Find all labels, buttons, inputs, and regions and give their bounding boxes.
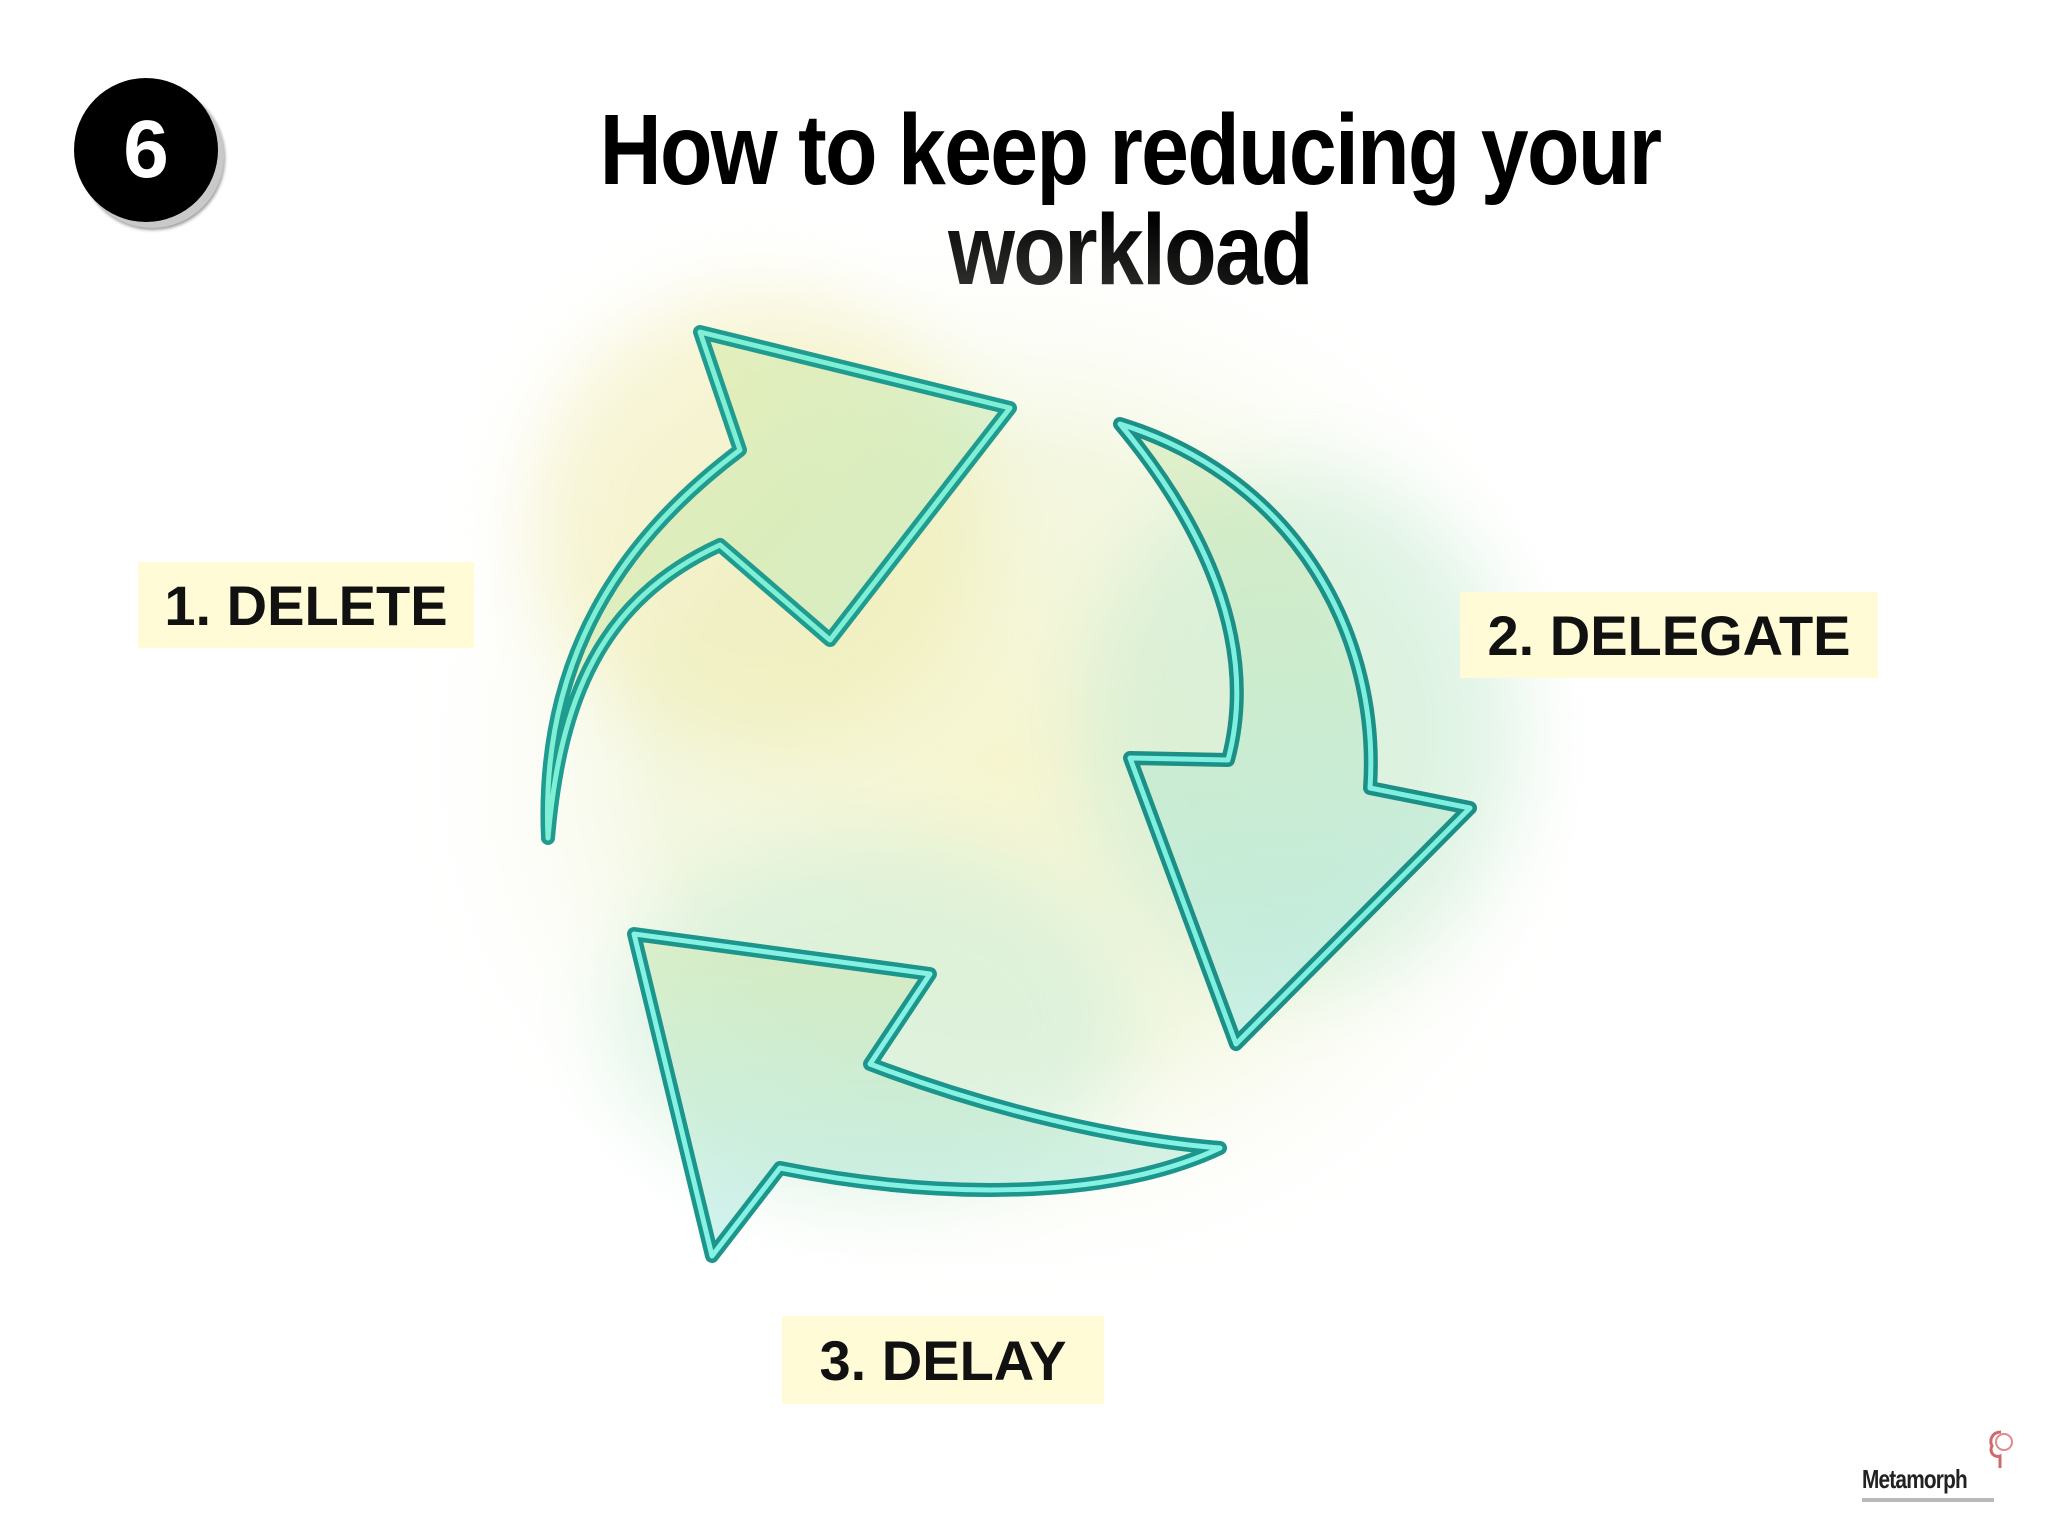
arrow-delete xyxy=(540,325,1017,845)
step-number: 6 xyxy=(123,104,169,195)
brand-logo: Metamorph xyxy=(1858,1428,2018,1518)
brand-tagline xyxy=(1862,1498,1994,1502)
step-label-delay: 3. DELAY xyxy=(782,1316,1104,1404)
brand-name: Metamorph xyxy=(1862,1464,1968,1494)
step-number-badge: 6 xyxy=(74,78,218,222)
step-label-delegate: 2. DELEGATE xyxy=(1460,592,1878,678)
step-label-delegate-text: 2. DELEGATE xyxy=(1487,603,1851,667)
step-label-delete: 1. DELETE xyxy=(138,562,474,648)
brain-icon xyxy=(1989,1430,2013,1468)
arrow-delegate xyxy=(1113,417,1477,1051)
step-label-delete-text: 1. DELETE xyxy=(164,573,448,637)
step-label-delay-text: 3. DELAY xyxy=(819,1328,1067,1392)
arrow-delay xyxy=(627,927,1227,1263)
